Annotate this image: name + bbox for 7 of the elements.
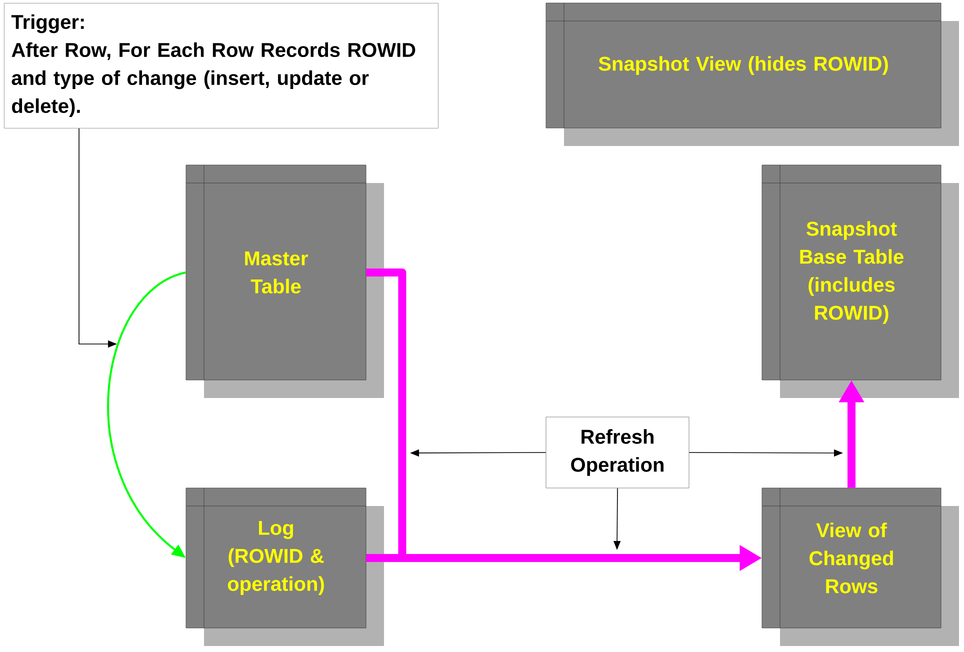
table-box: Snapshot Base Table (includes ROWID) bbox=[762, 164, 959, 398]
table-box: Snapshot View (hides ROWID) bbox=[546, 2, 959, 146]
note-box: Trigger: After Row, For Each Row Records ROWID and type of change (insert, update or delete). bbox=[4, 3, 438, 128]
table-box: Master Table bbox=[186, 164, 384, 398]
label-box: Refresh Operation bbox=[546, 416, 690, 488]
table-box: Log (ROWID & operation) bbox=[186, 488, 384, 646]
table-box: View of Changed Rows bbox=[762, 488, 959, 646]
